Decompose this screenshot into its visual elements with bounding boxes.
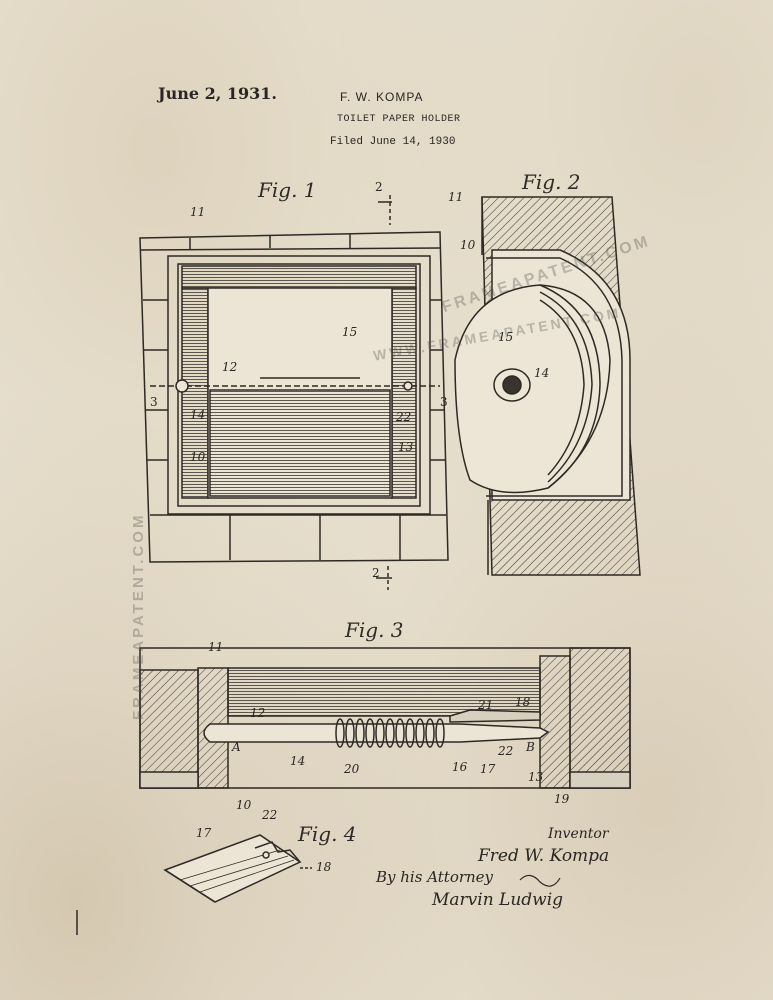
ref-14-fig2: 14 [534,366,550,380]
ref-22-fig4: 22 [262,808,278,822]
ref-2-bottom: 2 [372,566,380,580]
fig3-spring [335,718,445,748]
ref-10-fig1: 10 [190,450,206,464]
ref-10-fig2: 10 [460,238,476,252]
ref-17-fig4: 17 [196,826,212,840]
fig2-drawing [454,196,641,576]
fig3-label: Fig. 3 [345,618,404,642]
fig1-recess [167,255,431,515]
ref-18-fig3: 18 [515,695,531,709]
ref-20: 20 [344,762,360,776]
ref-B: B [526,740,535,754]
filed-date: Filed June 14, 1930 [330,136,456,148]
ref-14-fig3: 14 [290,754,306,768]
inventor-heading: F. W. KOMPA [340,90,424,104]
inventor-name: Fred W. Kompa [478,846,610,866]
ref-22-fig1: 22 [396,410,412,424]
ref-15-fig2: 15 [498,330,514,344]
patent-title: TOILET PAPER HOLDER [337,114,461,125]
patent-date: June 2, 1931. [158,84,277,103]
fig1-wall-outline [139,231,449,563]
fig2-label: Fig. 2 [522,170,581,194]
ref-16: 16 [452,760,468,774]
ref-21: 21 [478,698,494,712]
attorney-label: By his Attorney [376,868,494,886]
ref-11-fig3: 11 [208,640,224,654]
ref-10-fig3: 10 [236,798,252,812]
ref-12-fig3: 12 [250,706,266,720]
ref-3-right: 3 [440,395,448,409]
ref-13-fig1: 13 [398,440,414,454]
ref-17-fig3: 17 [480,762,496,776]
ref-A: A [232,740,241,754]
ref-11-fig2: 11 [448,190,464,204]
fig4-drawing [163,834,312,903]
ref-18-fig4: 18 [316,860,332,874]
ref-2-top: 2 [375,180,383,194]
ref-15-fig1: 15 [342,325,358,339]
ref-14-fig1: 14 [190,408,206,422]
ref-12-fig1: 12 [222,360,238,374]
ref-13-fig3: 13 [528,770,544,784]
ref-11-fig1: 11 [190,205,206,219]
ref-3-left: 3 [150,395,158,409]
watermark-c: FRAMEAPATENT.COM [130,512,147,720]
fig3-drawing [139,647,631,789]
signature-flourish [76,874,561,935]
ref-22-fig3: 22 [498,744,514,758]
attorney-signature: Marvin Ludwig [432,890,564,910]
fig1-label: Fig. 1 [258,178,317,202]
fig4-label: Fig. 4 [298,822,357,846]
inventor-label: Inventor [548,826,609,842]
ref-19: 19 [554,792,570,806]
fig1-drawing [139,195,449,590]
